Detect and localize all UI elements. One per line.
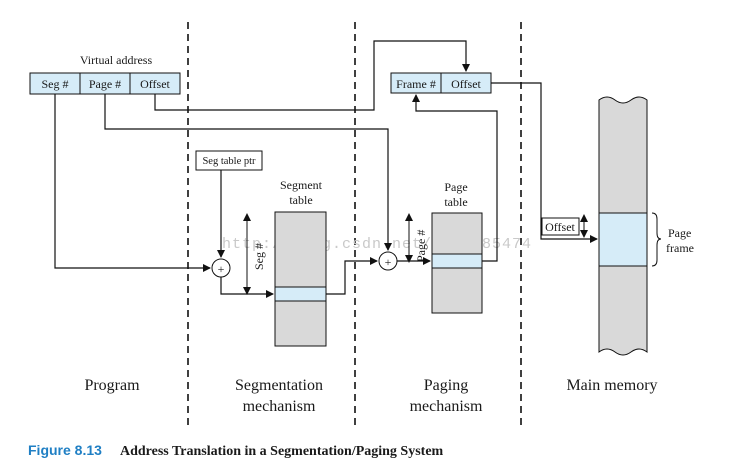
segment-adder: + <box>211 258 231 278</box>
memory-offset-label-box <box>541 217 580 236</box>
page-frame-label-2: frame <box>666 241 694 255</box>
section-dividers <box>187 22 522 428</box>
page-number-path <box>104 94 392 251</box>
physical-offset-label: Offset <box>451 77 481 91</box>
page-frame <box>598 212 648 267</box>
seg-number-label: Seg # <box>42 77 69 91</box>
virtual-offset-path <box>154 40 470 111</box>
segment-adder-symbol: + <box>218 262 225 276</box>
caption-label: Figure 8.13 <box>28 442 102 458</box>
section-segmentation-2: mechanism <box>243 398 316 415</box>
section-main-memory: Main memory <box>566 377 657 394</box>
memory-offset-label: Offset <box>545 220 575 234</box>
physical-offset-to-memory <box>491 82 598 243</box>
page-index-label: Page # <box>414 230 428 262</box>
frame-number-label: Frame # <box>396 77 436 91</box>
section-paging-1: Paging <box>424 377 468 394</box>
physical-address: Frame # Offset <box>390 72 492 94</box>
virtual-address: Seg # Page # Offset <box>29 72 181 95</box>
page-adder-symbol: + <box>385 255 392 269</box>
segment-entry-to-page-adder <box>326 257 378 295</box>
segment-table <box>274 211 327 347</box>
section-program: Program <box>84 377 140 394</box>
section-paging-2: mechanism <box>410 398 483 415</box>
segment-table-title-1: Segment <box>280 178 323 192</box>
page-number-label: Page # <box>89 77 121 91</box>
segment-table-entry <box>274 286 327 302</box>
page-table-entry <box>431 253 483 269</box>
seg-table-ptr-box <box>195 150 263 171</box>
seg-table-ptr-label: Seg table ptr <box>202 156 256 167</box>
page-table-title-2: table <box>444 195 467 209</box>
page-frame-label-1: Page <box>668 226 691 240</box>
page-adder: + <box>378 251 398 271</box>
flow-lines <box>54 40 598 298</box>
virtual-address-heading: Virtual address <box>80 53 153 67</box>
watermark: http://blog.csdn.net/u010285474 <box>222 236 532 253</box>
segment-table-title-2: table <box>289 193 312 207</box>
segment-adder-to-table <box>220 277 274 298</box>
section-segmentation-1: Segmentation <box>235 377 323 394</box>
offset-label: Offset <box>140 77 170 91</box>
seg-index-label: Seg # <box>252 243 266 270</box>
page-entry-to-frame <box>412 94 498 262</box>
page-table-title-1: Page <box>444 180 467 194</box>
page-frame-brace <box>651 212 662 267</box>
seg-number-path <box>54 94 211 272</box>
caption-title: Address Translation in a Segmentation/Pa… <box>120 444 444 459</box>
